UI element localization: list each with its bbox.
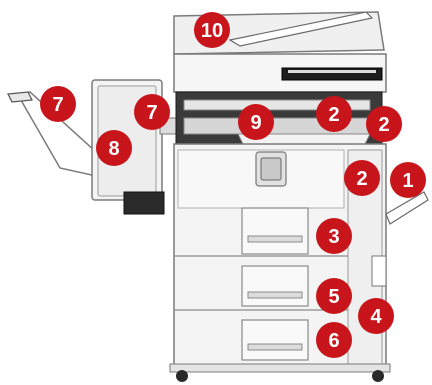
callout-6-label: 6 bbox=[328, 330, 339, 352]
side-latch bbox=[372, 256, 386, 286]
callout-2-right-label: 2 bbox=[378, 114, 389, 136]
finisher-base bbox=[124, 192, 164, 214]
callout-8: 8 bbox=[96, 130, 132, 166]
caster-left bbox=[176, 370, 188, 382]
callout-7-right-label: 7 bbox=[146, 102, 157, 124]
control-panel-slot bbox=[282, 68, 382, 80]
callout-2-middle-label: 2 bbox=[356, 168, 367, 190]
callout-3: 3 bbox=[316, 218, 352, 254]
callout-3-label: 3 bbox=[328, 226, 339, 248]
callout-4-label: 4 bbox=[370, 306, 382, 328]
callout-9-label: 9 bbox=[250, 112, 261, 134]
callout-1: 1 bbox=[390, 162, 426, 198]
tray-5-drawer bbox=[242, 266, 308, 306]
base-plinth bbox=[170, 364, 390, 372]
callout-2-top-label: 2 bbox=[328, 104, 339, 126]
callout-5-label: 5 bbox=[328, 286, 339, 308]
callout-2-right: 2 bbox=[366, 106, 402, 142]
callout-4: 4 bbox=[358, 298, 394, 334]
callout-8-label: 8 bbox=[108, 138, 119, 160]
callout-5: 5 bbox=[316, 278, 352, 314]
callout-10-label: 10 bbox=[201, 20, 223, 42]
callout-7-left: 7 bbox=[40, 86, 76, 122]
tray-5-handle bbox=[248, 292, 302, 298]
caster-right bbox=[372, 370, 384, 382]
tray-6-drawer bbox=[242, 320, 308, 360]
control-panel-highlight bbox=[288, 70, 376, 73]
callout-1-label: 1 bbox=[402, 170, 413, 192]
callout-2-top: 2 bbox=[316, 96, 352, 132]
tray-6-handle bbox=[248, 344, 302, 350]
callout-10: 10 bbox=[194, 12, 230, 48]
callout-9: 9 bbox=[238, 104, 274, 140]
tray-3-handle bbox=[248, 236, 302, 242]
callout-2-middle: 2 bbox=[344, 160, 380, 196]
callout-7-left-label: 7 bbox=[52, 94, 63, 116]
callout-7-right: 7 bbox=[134, 94, 170, 130]
finisher-tray-handle bbox=[8, 92, 32, 102]
tray-3-drawer bbox=[242, 208, 308, 254]
callout-6: 6 bbox=[316, 322, 352, 358]
front-recess-inner bbox=[261, 158, 281, 180]
